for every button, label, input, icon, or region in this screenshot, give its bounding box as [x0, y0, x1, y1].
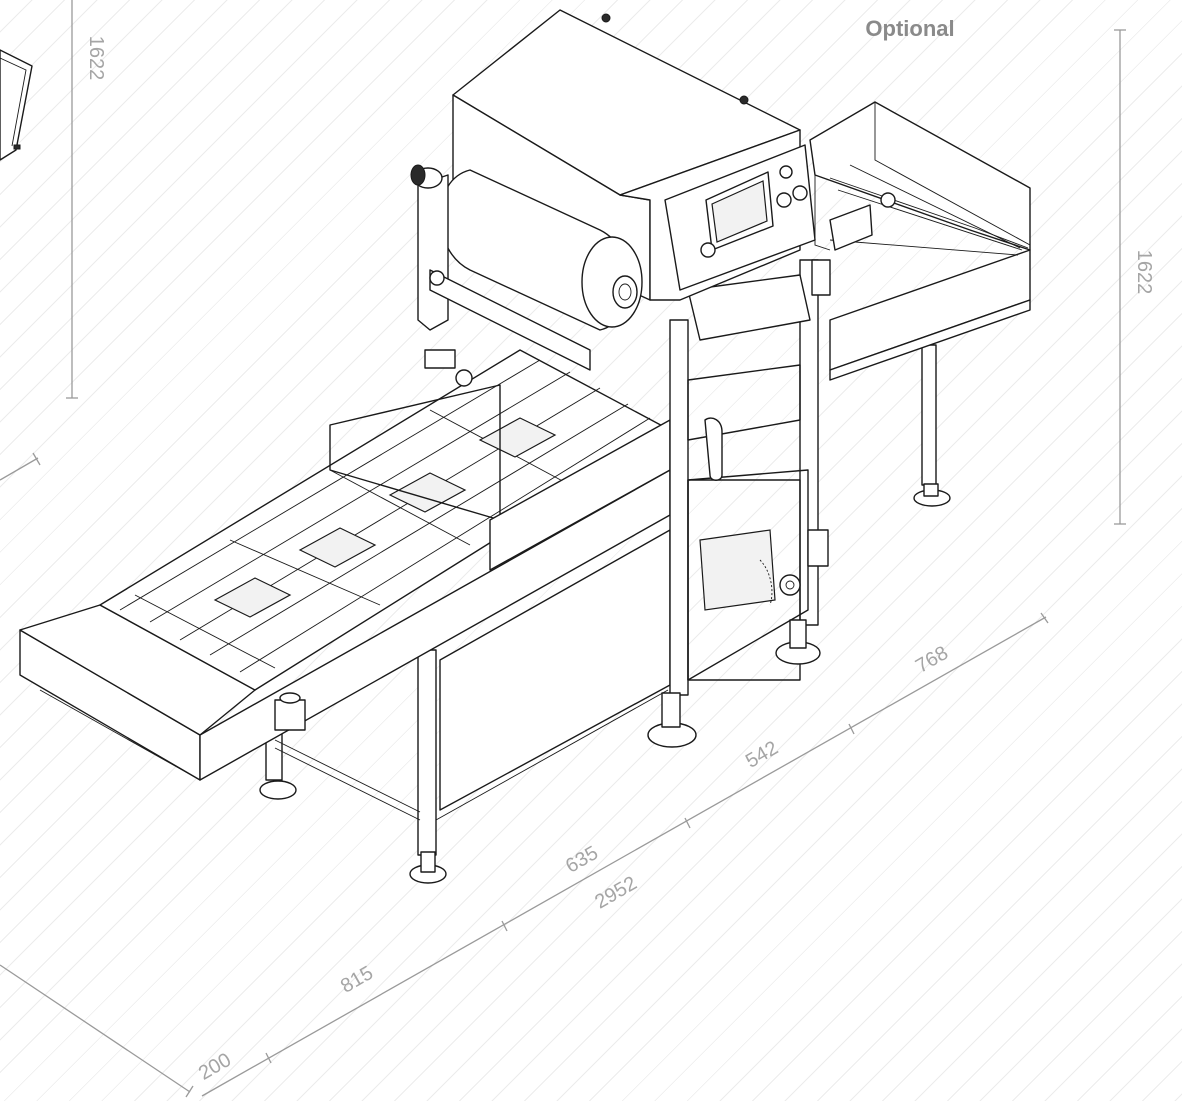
infeed-conveyor	[19, 349, 671, 884]
machine	[0, 9, 1031, 884]
dim-768: 768	[912, 642, 952, 678]
sealing-head	[410, 9, 831, 748]
dim-height-left: 1622	[85, 36, 107, 81]
left-partial-unit	[0, 49, 33, 161]
dim-2952: 2952	[591, 872, 641, 913]
dim-200: 200	[195, 1049, 235, 1085]
dim-height-right: 1622	[1133, 250, 1155, 295]
optional-label: Optional	[865, 16, 954, 41]
dim-542: 542	[742, 737, 782, 773]
outfeed-conveyor	[809, 101, 1031, 507]
dim-815: 815	[337, 962, 377, 998]
dimension-lines	[0, 0, 1126, 1098]
